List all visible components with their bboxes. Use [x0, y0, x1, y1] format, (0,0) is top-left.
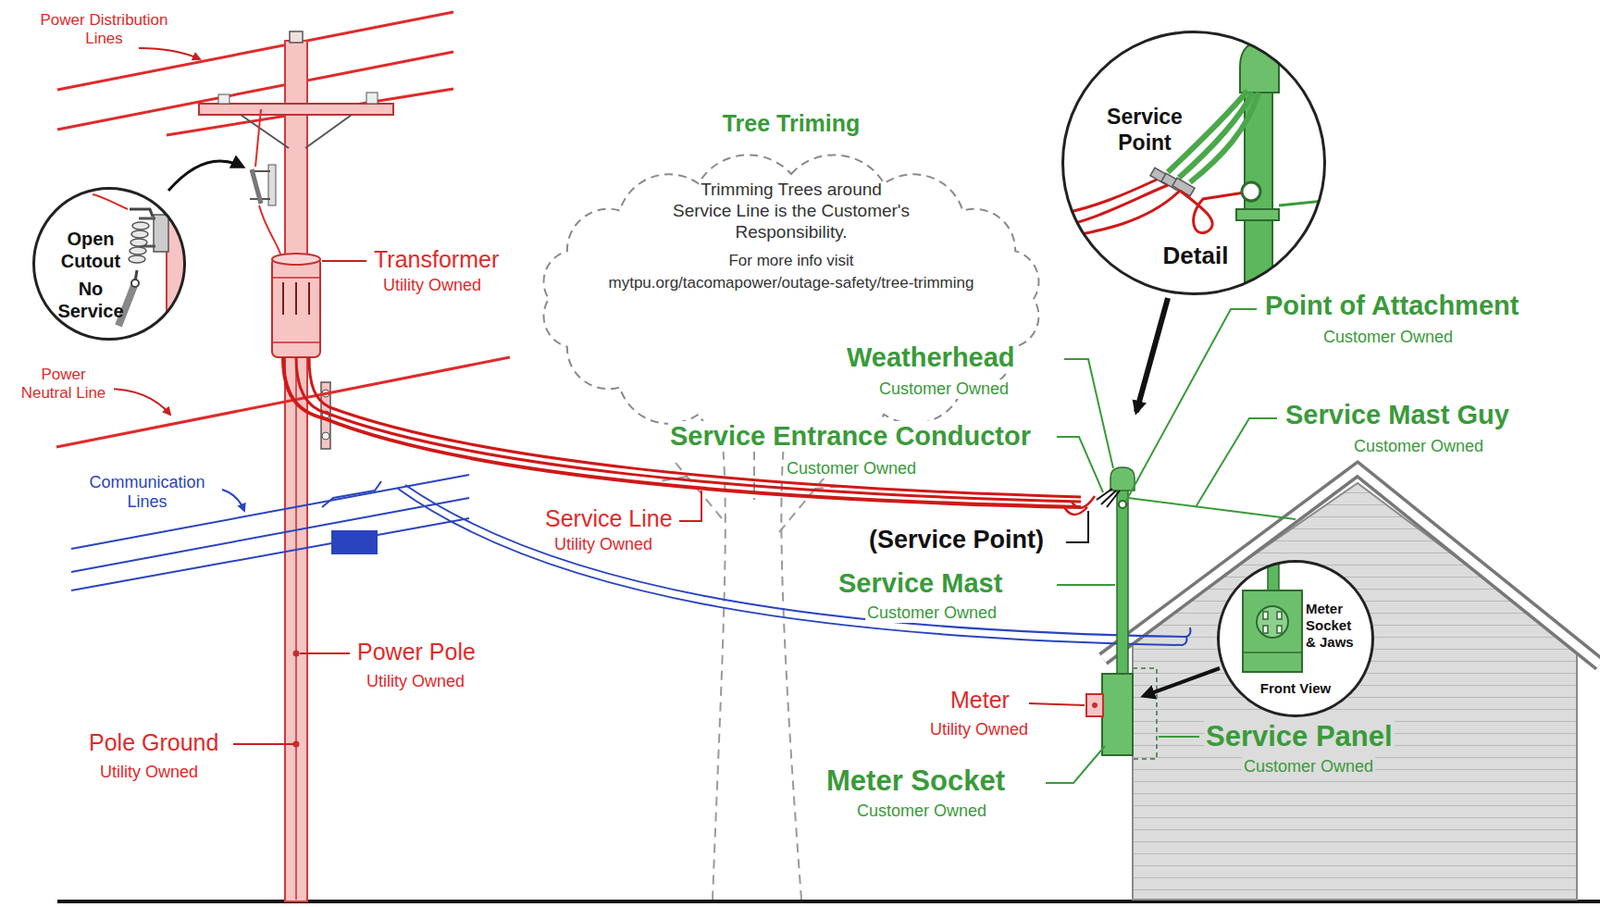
node-text: No Service [47, 277, 135, 323]
cutout-detail [32, 161, 243, 352]
part-label: Utility Owned [364, 671, 467, 692]
part-label: Customer Owned [877, 379, 1011, 399]
meter-callout: Meter Socket & JawsFront View [1216, 559, 1375, 718]
part-label: Customer Owned [1321, 327, 1455, 348]
service-mast [1086, 467, 1296, 756]
part-label: Utility Owned [381, 275, 484, 296]
part-label: Service Panel [1203, 719, 1395, 754]
tree-trunk [658, 434, 847, 900]
part-label: Transformer [372, 246, 501, 273]
part-label: Service Entrance Conductor [668, 421, 1033, 452]
part-label: Service Mast [836, 568, 1005, 599]
house [1103, 469, 1600, 900]
outline [34, 188, 186, 340]
outline [544, 154, 1040, 443]
part-label: Pole Ground [86, 729, 221, 757]
part-label: Weatherhead [844, 342, 1018, 373]
node-heading: Service Point [1089, 104, 1201, 156]
node-heading: Meter Socket & Jaws [1305, 600, 1364, 651]
part-label: Utility Owned [98, 762, 200, 782]
part-label: Point of Attachment [1263, 290, 1521, 322]
tree-cloud: Tree TrimingTrimming Trees around Servic… [522, 109, 1060, 454]
part-label: Utility Owned [928, 719, 1030, 740]
node-text: Front View [1244, 680, 1347, 697]
part-label: Service Mast Guy [1283, 399, 1512, 431]
part-label: Customer Owned [855, 801, 989, 821]
part-label: (Service Point) [867, 525, 1046, 555]
part-label: Service Line [543, 505, 675, 533]
node-text: For more info visit [522, 251, 1060, 271]
part-label: Customer Owned [1351, 436, 1486, 457]
part-label: Power Distribution Lines [25, 11, 183, 48]
node-text: mytpu.org/tacomapower/outage-safety/tree… [522, 273, 1060, 293]
cutout-callout: Open CutoutNo Service [32, 186, 187, 341]
part-label: Customer Owned [865, 603, 999, 623]
part-label: Power Neutral Line [12, 365, 114, 402]
node-text: Trimming Trees around Service Line is th… [670, 179, 912, 243]
outline [1063, 32, 1326, 295]
service-line [283, 357, 1095, 515]
part-label: Customer Owned [1241, 756, 1376, 777]
part-label: Meter [948, 686, 1012, 714]
leader-lines [106, 48, 1278, 783]
part-label: Communication Lines [72, 472, 223, 511]
part-label: Customer Owned [784, 458, 918, 479]
meter-socket-detail [1143, 555, 1375, 718]
detail-callout: Service PointDetail [1061, 30, 1327, 296]
node-heading: Tree Triming [522, 109, 1060, 137]
part-label: Power Pole [355, 638, 478, 666]
node-heading: Open Cutout [47, 227, 135, 273]
outline [1218, 561, 1374, 717]
part-label: Meter Socket [824, 764, 1007, 798]
service-point-detail [1054, 30, 1333, 412]
communication-box [331, 530, 378, 555]
part-label: Utility Owned [552, 534, 655, 555]
node-text: Detail [1144, 241, 1247, 271]
